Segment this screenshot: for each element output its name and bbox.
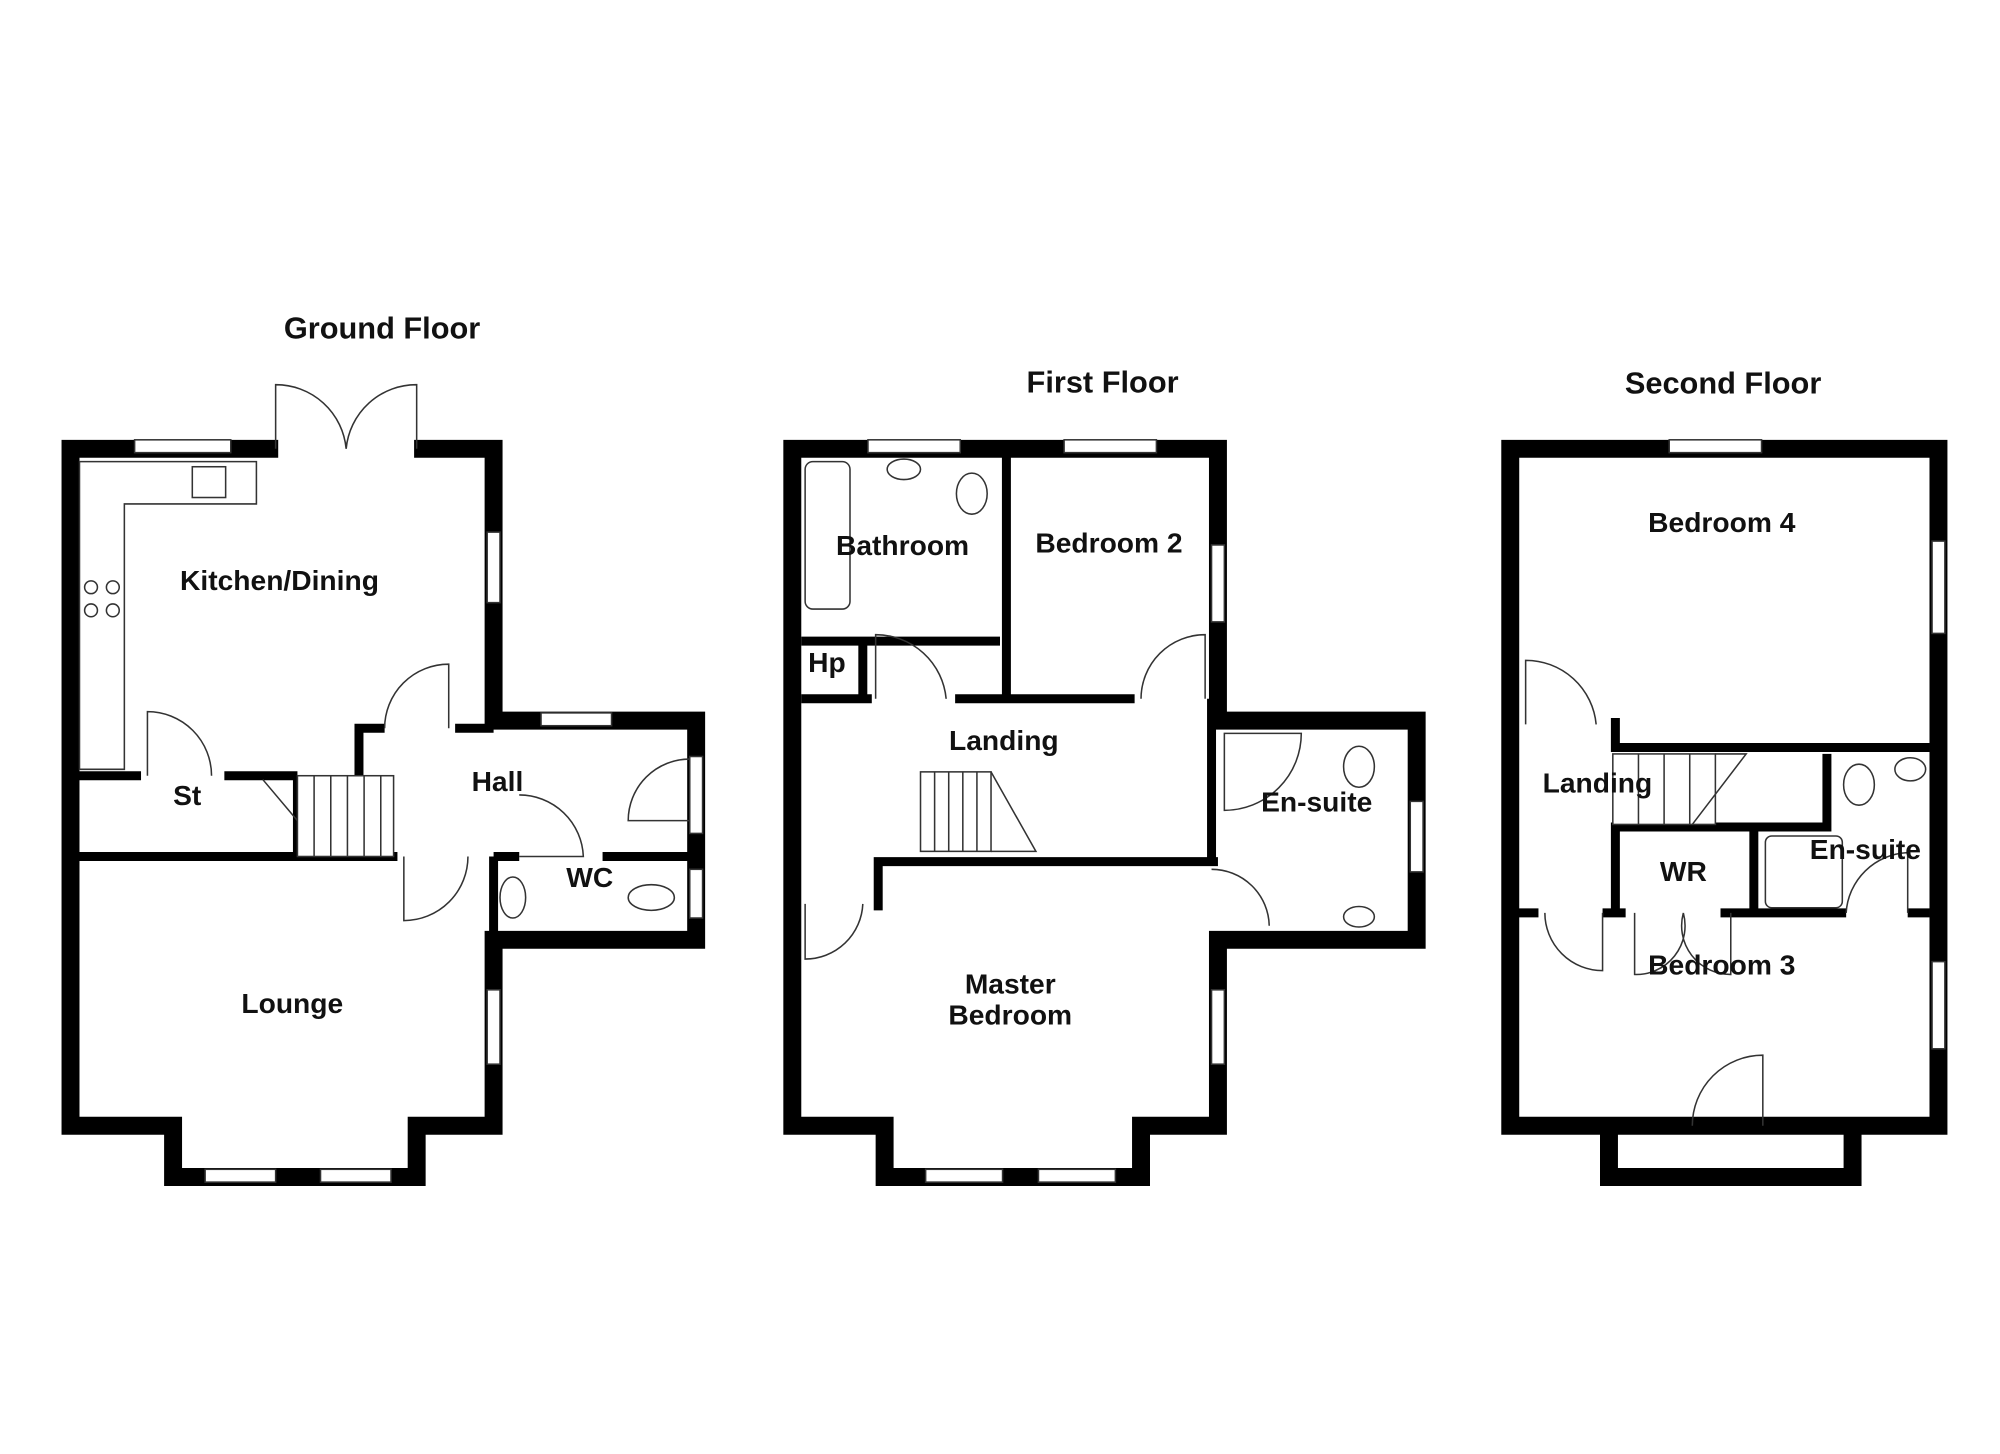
window xyxy=(1668,439,1763,454)
window xyxy=(867,439,962,454)
room-label: Kitchen/Dining xyxy=(180,564,379,596)
ground-floor: Ground Floor Kitchen/Dining St Hall WC L… xyxy=(61,311,706,1186)
window xyxy=(1063,439,1158,454)
door-swing xyxy=(627,758,690,822)
front-door xyxy=(688,755,704,835)
first-floor-outer-walls xyxy=(783,439,1426,1186)
first-floor: First Floor Bathroom Bedroom 2 Hp Landin… xyxy=(783,364,1426,1186)
window xyxy=(319,1168,392,1183)
room-label: Lounge xyxy=(241,987,343,1019)
door-swing xyxy=(1544,912,1604,972)
window xyxy=(486,531,501,604)
window xyxy=(1210,989,1226,1065)
window xyxy=(1409,800,1424,873)
door-swing xyxy=(519,794,585,858)
door-swing xyxy=(403,856,469,922)
window xyxy=(688,868,704,919)
room-label: Landing xyxy=(949,724,1059,756)
room-label: Landing xyxy=(1543,766,1653,798)
toilet-icon xyxy=(955,472,988,515)
window xyxy=(1931,540,1946,635)
basin-icon xyxy=(1342,905,1376,928)
toilet-icon xyxy=(1842,763,1876,806)
toilet-icon xyxy=(1342,745,1376,789)
shower-icon xyxy=(1764,835,1844,909)
staircase xyxy=(262,774,395,858)
window xyxy=(133,439,232,454)
second-floor-outer-walls xyxy=(1501,439,1948,1186)
door-swing xyxy=(1524,659,1597,725)
window xyxy=(540,712,613,727)
door-swing xyxy=(383,663,450,729)
staircase xyxy=(1612,753,1748,826)
window xyxy=(924,1168,1004,1183)
window xyxy=(1037,1168,1117,1183)
floor-title: Second Floor xyxy=(1625,366,1822,401)
floor-title: First Floor xyxy=(1027,364,1179,399)
second-floor: Second Floor Bedroom 4 Landing WR En-sui… xyxy=(1501,366,1948,1186)
room-label: Hall xyxy=(472,765,524,797)
door-swing xyxy=(1140,633,1206,699)
door-swing xyxy=(804,903,864,960)
french-doors xyxy=(274,383,418,449)
window xyxy=(486,989,501,1065)
room-label: En-suite xyxy=(1810,833,1921,865)
floor-title: Ground Floor xyxy=(284,311,480,346)
room-label: Bedroom 3 xyxy=(1648,948,1795,980)
basin-icon xyxy=(1894,757,1927,782)
room-label: WC xyxy=(566,861,613,893)
second-floor-internal-walls xyxy=(1515,718,1930,918)
room-label: Bathroom xyxy=(836,529,969,561)
door-swing xyxy=(1691,1054,1764,1126)
bath-icon xyxy=(804,460,851,610)
room-label: Master xyxy=(965,968,1056,1000)
shower-icon xyxy=(1223,732,1303,812)
basin-icon xyxy=(886,458,922,481)
window xyxy=(1210,544,1226,623)
room-label: Bedroom xyxy=(948,998,1072,1030)
ground-floor-outer-walls xyxy=(61,439,706,1186)
room-label: St xyxy=(173,779,202,811)
staircase xyxy=(919,771,1038,853)
door-swing xyxy=(146,710,213,776)
door-swing xyxy=(1845,851,1909,913)
room-label: En-suite xyxy=(1261,786,1372,818)
room-label: Bedroom 2 xyxy=(1035,527,1182,559)
door-swing xyxy=(874,633,947,699)
basin-icon xyxy=(499,876,527,919)
first-floor-internal-walls xyxy=(801,455,1218,911)
sink-icon xyxy=(191,465,227,499)
room-label: Bedroom 4 xyxy=(1648,506,1796,538)
window xyxy=(1931,960,1946,1050)
toilet-icon xyxy=(627,883,676,912)
door-swing xyxy=(1211,868,1270,926)
room-label: Hp xyxy=(808,646,846,678)
room-label: WR xyxy=(1660,855,1707,887)
window xyxy=(204,1168,277,1183)
wardrobe-doors xyxy=(1633,912,1732,976)
hob-icon xyxy=(83,580,121,618)
kitchen-worktop xyxy=(78,460,258,771)
